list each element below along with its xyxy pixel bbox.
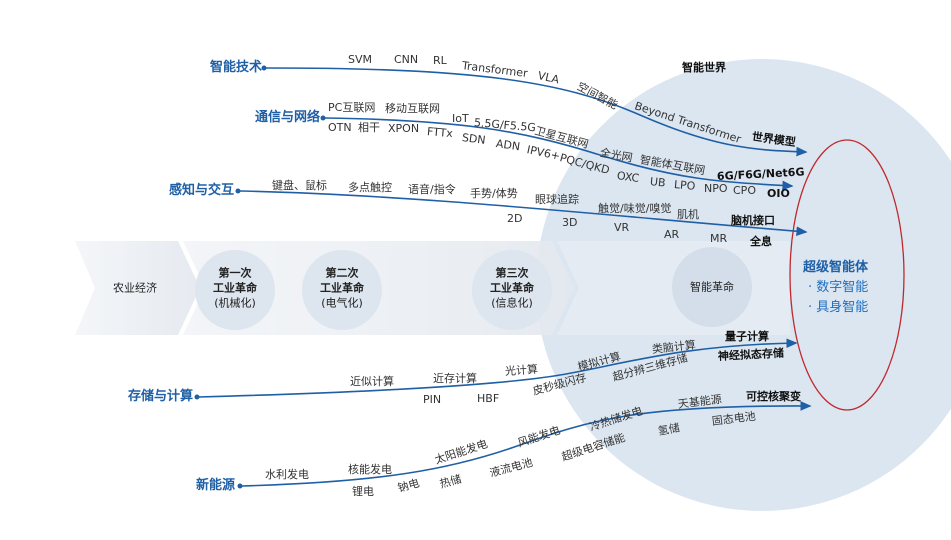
- storage-item: 神经拟态存储: [717, 346, 785, 363]
- era-title: 工业革命: [213, 281, 257, 295]
- era-first-industrial: 第一次工业革命(机械化): [213, 266, 257, 311]
- era-agriculture: 农业经济: [113, 281, 157, 295]
- network-item: XPON: [388, 122, 420, 135]
- ai-track-line: [265, 67, 808, 157]
- energy-item: 水利发电: [265, 468, 309, 481]
- era-intelligent-revolution: 智能革命: [690, 280, 734, 294]
- storage-item: 光计算: [504, 362, 539, 378]
- energy-item: 氢储: [656, 421, 681, 438]
- era-subtitle: (机械化): [214, 296, 256, 310]
- storage-item: HBF: [477, 392, 500, 405]
- ai-item: SVM: [348, 53, 372, 66]
- network-item: 相干: [358, 121, 380, 134]
- network-item: FTTx: [426, 125, 454, 141]
- era-title: 第二次: [325, 266, 359, 280]
- storage-item: PIN: [423, 393, 442, 406]
- network-item: CPO: [733, 184, 756, 197]
- energy-item: 可控核聚变: [746, 390, 801, 403]
- era-second-industrial: 第二次工业革命(电气化): [320, 266, 364, 311]
- era-title: 工业革命: [490, 281, 534, 295]
- network-item: OTN: [328, 121, 352, 134]
- ai-item: CNN: [394, 53, 419, 66]
- era-circle-first: [195, 250, 275, 330]
- perception-item: AR: [664, 228, 680, 241]
- perception-track-line: [239, 190, 808, 236]
- perception-item: 脑机接口: [731, 214, 775, 227]
- category-energy: 新能源: [195, 478, 235, 493]
- perception-item: 多点触控: [348, 181, 392, 194]
- energy-item: 锂电: [352, 485, 374, 498]
- perception-item: VR: [614, 221, 630, 234]
- era-subtitle: (电气化): [321, 296, 363, 310]
- era-circle-third: [472, 250, 552, 330]
- network-item: 移动互联网: [385, 102, 440, 115]
- perception-item: 肌机: [677, 208, 699, 221]
- era-title: 工业革命: [320, 281, 364, 295]
- intelligent-world-label: 智能世界: [682, 61, 726, 74]
- era-third-industrial: 第三次工业革命(信息化): [490, 266, 534, 311]
- perception-item: 3D: [562, 216, 578, 229]
- perception-item: 触觉/味觉/嗅觉: [598, 202, 672, 215]
- energy-item: 核能发电: [348, 463, 392, 476]
- network-item: SDN: [461, 131, 487, 147]
- network-item: ADN: [495, 137, 521, 154]
- perception-item: 键盘、鼠标: [272, 179, 327, 192]
- super-intelligence-ellipse: [789, 139, 905, 411]
- storage-item: 量子计算: [725, 330, 769, 343]
- network-item: UB: [649, 175, 667, 190]
- era-circle-second: [302, 250, 382, 330]
- perception-item: 全息: [750, 235, 772, 248]
- network-item: PC互联网: [328, 101, 376, 114]
- network-item: LPO: [673, 178, 696, 193]
- storage-track-line: [198, 338, 798, 398]
- ai-item: RL: [433, 54, 447, 67]
- network-track-line: [324, 117, 794, 191]
- perception-item: 手势/体势: [470, 187, 518, 200]
- era-subtitle: (信息化): [491, 296, 533, 310]
- storage-item: 近似计算: [350, 375, 394, 388]
- network-item: NPO: [704, 182, 728, 195]
- perception-item: 2D: [507, 212, 523, 225]
- network-item: OXC: [616, 169, 641, 186]
- storage-item: 近存计算: [433, 372, 477, 385]
- category-network: 通信与网络: [254, 110, 320, 125]
- super-intelligence-item: · 数字智能: [808, 280, 869, 295]
- era-title: 第一次: [218, 266, 252, 280]
- super-intelligence-title: 超级智能体: [803, 260, 869, 275]
- category-ai: 智能技术: [209, 60, 262, 75]
- super-intelligence-item: · 具身智能: [808, 300, 869, 315]
- category-storage: 存储与计算: [127, 389, 193, 404]
- era-circle-ai: [672, 247, 752, 327]
- perception-item: 眼球追踪: [535, 193, 579, 206]
- category-perception: 感知与交互: [168, 183, 234, 198]
- perception-item: MR: [710, 232, 728, 245]
- perception-item: 语音/指令: [408, 183, 456, 196]
- era-title: 第三次: [495, 266, 529, 280]
- network-item: OIO: [767, 187, 790, 200]
- energy-track-line: [241, 401, 812, 487]
- network-item: IoT: [452, 112, 469, 125]
